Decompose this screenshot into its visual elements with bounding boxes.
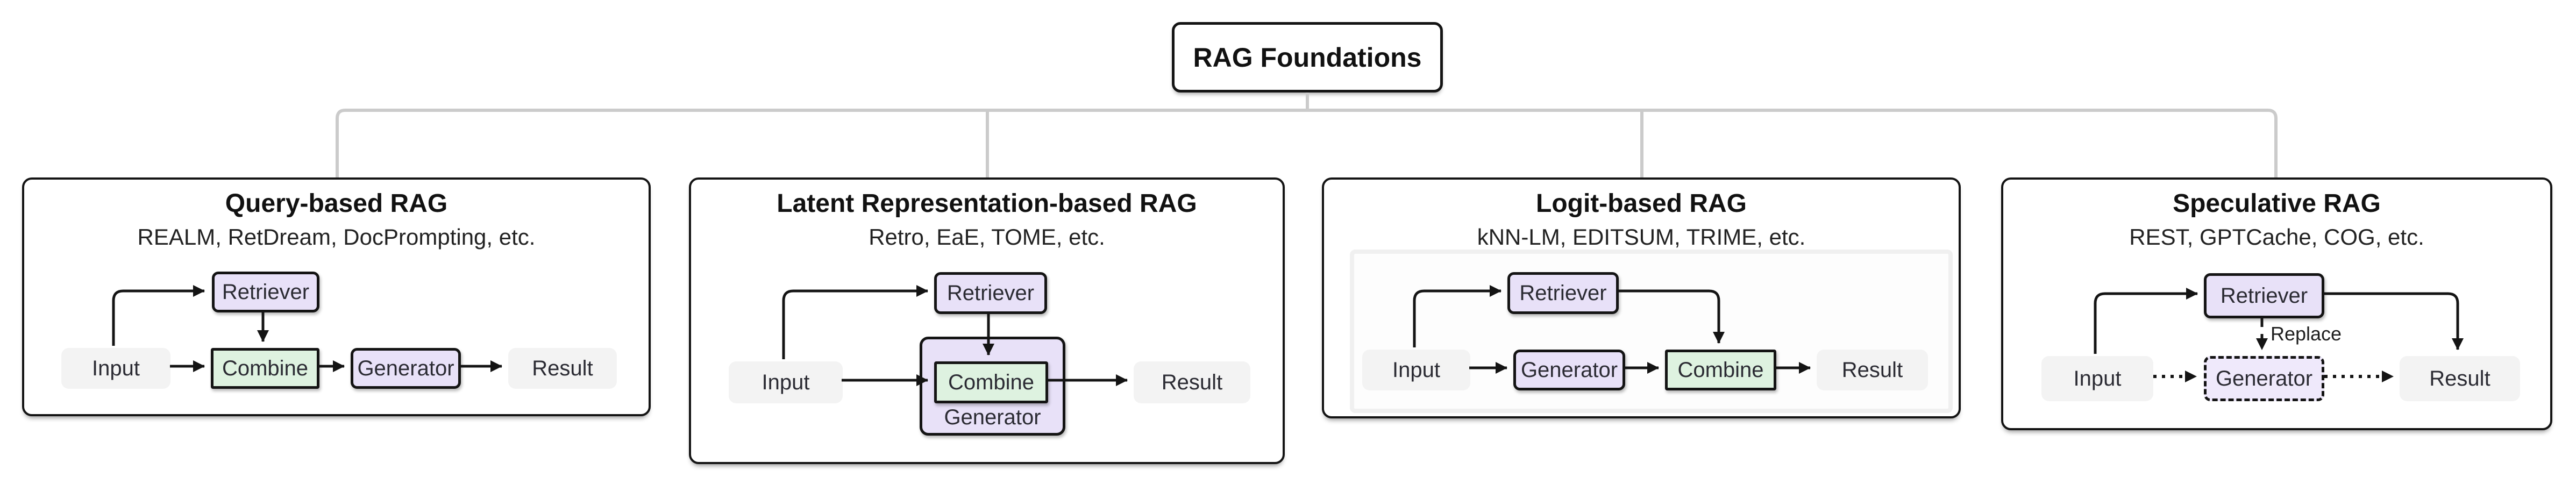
- node-input: Input: [729, 361, 843, 403]
- node-combine: Combine: [1665, 350, 1776, 390]
- panel-subtitle: kNN-LM, EDITSUM, TRIME, etc.: [1477, 224, 1806, 250]
- tree-connectors: [336, 92, 2278, 177]
- panel-title: Speculative RAG: [2173, 189, 2381, 218]
- panel-logit-based-rag: Logit-based RAG kNN-LM, EDITSUM, TRIME, …: [1322, 177, 1961, 418]
- node-result: Result: [2400, 356, 2520, 401]
- edge-label-replace: Replace: [2271, 323, 2342, 345]
- node-input: Input: [1362, 350, 1470, 390]
- node-combine: Combine: [211, 348, 319, 389]
- node-generator-label: Generator: [944, 405, 1041, 429]
- node-retriever: Retriever: [934, 272, 1047, 314]
- node-retriever: Retriever: [1507, 272, 1619, 314]
- node-input: Input: [2041, 356, 2153, 401]
- node-retriever: Retriever: [2204, 273, 2324, 318]
- node-generator: Generator: [2204, 356, 2324, 401]
- panel-subtitle: Retro, EaE, TOME, etc.: [869, 224, 1105, 250]
- panel-title: Query-based RAG: [225, 189, 448, 218]
- node-generator-container: Combine Generator: [920, 337, 1065, 436]
- panel-speculative-rag: Speculative RAG REST, GPTCache, COG, etc…: [2001, 177, 2552, 430]
- node-generator: Generator: [351, 348, 461, 389]
- panel-title: Latent Representation-based RAG: [777, 189, 1197, 218]
- panel-subtitle: REST, GPTCache, COG, etc.: [2129, 224, 2424, 250]
- panel-subtitle: REALM, RetDream, DocPrompting, etc.: [137, 224, 536, 250]
- panel-latent-representation-based-rag: Latent Representation-based RAG Retro, E…: [689, 177, 1285, 464]
- node-retriever: Retriever: [212, 272, 319, 312]
- panel-query-based-rag: Query-based RAG REALM, RetDream, DocProm…: [22, 177, 651, 416]
- node-generator: Generator: [1513, 350, 1625, 390]
- node-input: Input: [61, 348, 170, 389]
- node-combine: Combine: [934, 361, 1048, 403]
- node-result: Result: [1817, 350, 1928, 390]
- node-result: Result: [508, 348, 617, 389]
- diagram-title: RAG Foundations: [1172, 22, 1443, 92]
- panel-title: Logit-based RAG: [1536, 189, 1747, 218]
- node-result: Result: [1134, 361, 1250, 403]
